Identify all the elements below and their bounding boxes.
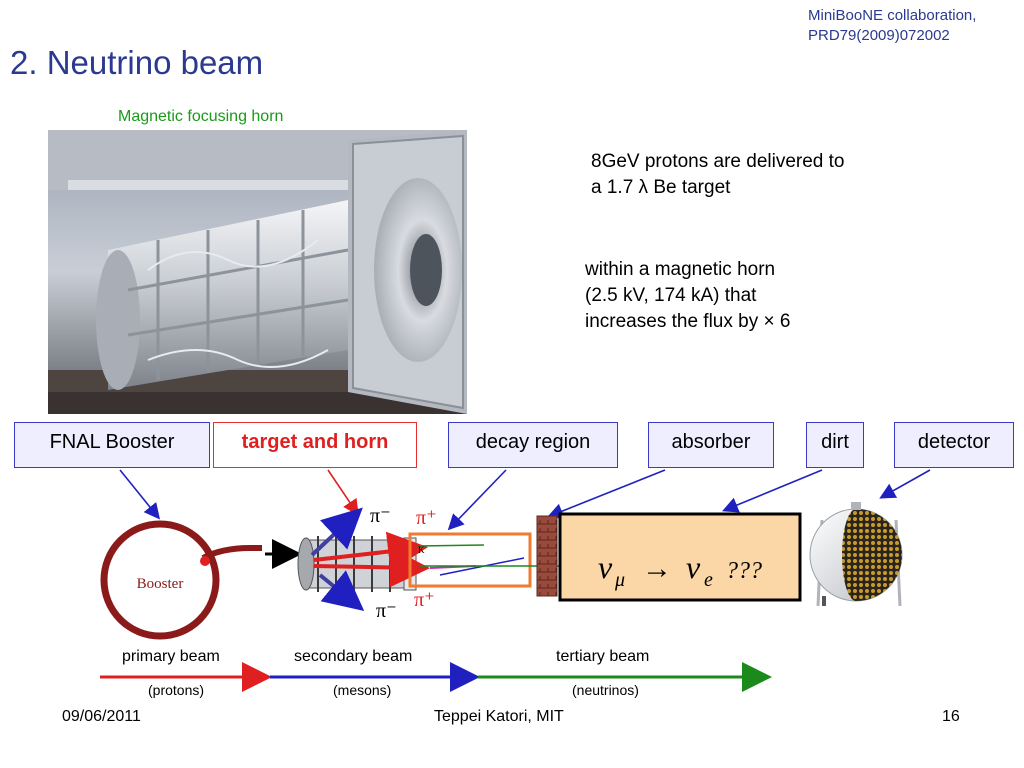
proton-target-line-1: 8GeV protons are delivered to: [591, 151, 845, 172]
dirt-region: [558, 512, 802, 602]
oscillation-question: ???: [726, 558, 762, 584]
footer-page-number: 16: [942, 708, 960, 725]
decay-pointer-arrow: [447, 469, 507, 531]
oscillation-sub-e: e: [704, 569, 713, 591]
oscillation-nu-e: ν: [686, 549, 701, 585]
target-pointer-arrow: [327, 469, 359, 516]
booster-ring-label: Booster: [137, 576, 184, 592]
horn-description-text: within a magnetic horn (2.5 kV, 174 kA) …: [585, 257, 790, 335]
detector-pointer-arrow: [879, 469, 931, 499]
kaon-label: K: [418, 545, 425, 555]
pi-plus-top-label: π⁺: [416, 507, 437, 529]
dirt-box-label: dirt: [806, 422, 864, 468]
horn-photo-illustration: [48, 130, 467, 414]
reference-line-2: PRD79(2009)072002: [808, 27, 950, 44]
fnal-booster-box: FNAL Booster: [14, 422, 210, 468]
pi-plus-bottom-label: π⁺: [414, 589, 435, 611]
oscillation-nu: ν: [598, 549, 613, 585]
horn-description-line-1: within a magnetic horn: [585, 259, 776, 280]
oscillation-arrow: →: [642, 552, 672, 585]
decay-region-box: decay region: [448, 422, 618, 468]
pi-minus-bottom-label: π⁻: [376, 600, 397, 622]
target-and-horn-box: target and horn: [213, 422, 417, 468]
proton-target-line-2: a 1.7 λ Be target: [591, 177, 731, 198]
pi-plus-track-2: [313, 547, 430, 588]
absorber-pointer-arrow: [547, 469, 666, 519]
horn-description-line-3: increases the flux by × 6: [585, 311, 791, 332]
absorber-box: absorber: [648, 422, 774, 468]
booster-ring: [100, 520, 220, 640]
footer-author: Teppei Katori, MIT: [434, 708, 564, 725]
detector-box: detector: [894, 422, 1014, 468]
detector-sphere: [809, 502, 903, 607]
decay-region-outline: [408, 532, 532, 588]
proton-target-text: 8GeV protons are delivered to a 1.7 λ Be…: [591, 149, 845, 201]
footer-date: 09/06/2011: [62, 708, 141, 725]
booster-extraction-line: [201, 545, 262, 561]
pi-minus-up-track: [310, 507, 363, 557]
muon-track: [417, 544, 485, 547]
primary-beam-label: primary beam: [122, 648, 220, 665]
tertiary-beam-label: tertiary beam: [556, 648, 650, 665]
horn-sketch: [297, 536, 417, 592]
dirt-pointer-arrow: [722, 469, 823, 513]
secondary-beam-label: secondary beam: [294, 648, 413, 665]
oscillation-sub-mu: μ: [614, 569, 625, 591]
absorber-wall: [536, 515, 558, 597]
photo-caption: Magnetic focusing horn: [118, 108, 284, 125]
pi-minus-top-label: π⁻: [370, 505, 391, 527]
secondary-beam-sublabel: (mesons): [333, 682, 392, 698]
slide-title: 2. Neutrino beam: [10, 44, 264, 81]
pi-minus-down-track: [318, 570, 365, 612]
horn-photo: [48, 130, 467, 414]
booster-pointer-arrow: [119, 469, 161, 520]
reference-line-1: MiniBooNE collaboration,: [808, 7, 977, 24]
horn-description-line-2: (2.5 kV, 174 kA) that: [585, 285, 757, 306]
primary-beam-sublabel: (protons): [148, 682, 205, 698]
reference-citation: MiniBooNE collaboration, PRD79(2009)0720…: [808, 6, 1020, 46]
tertiary-beam-sublabel: (neutrinos): [572, 682, 639, 698]
extraction-point: [200, 556, 210, 566]
